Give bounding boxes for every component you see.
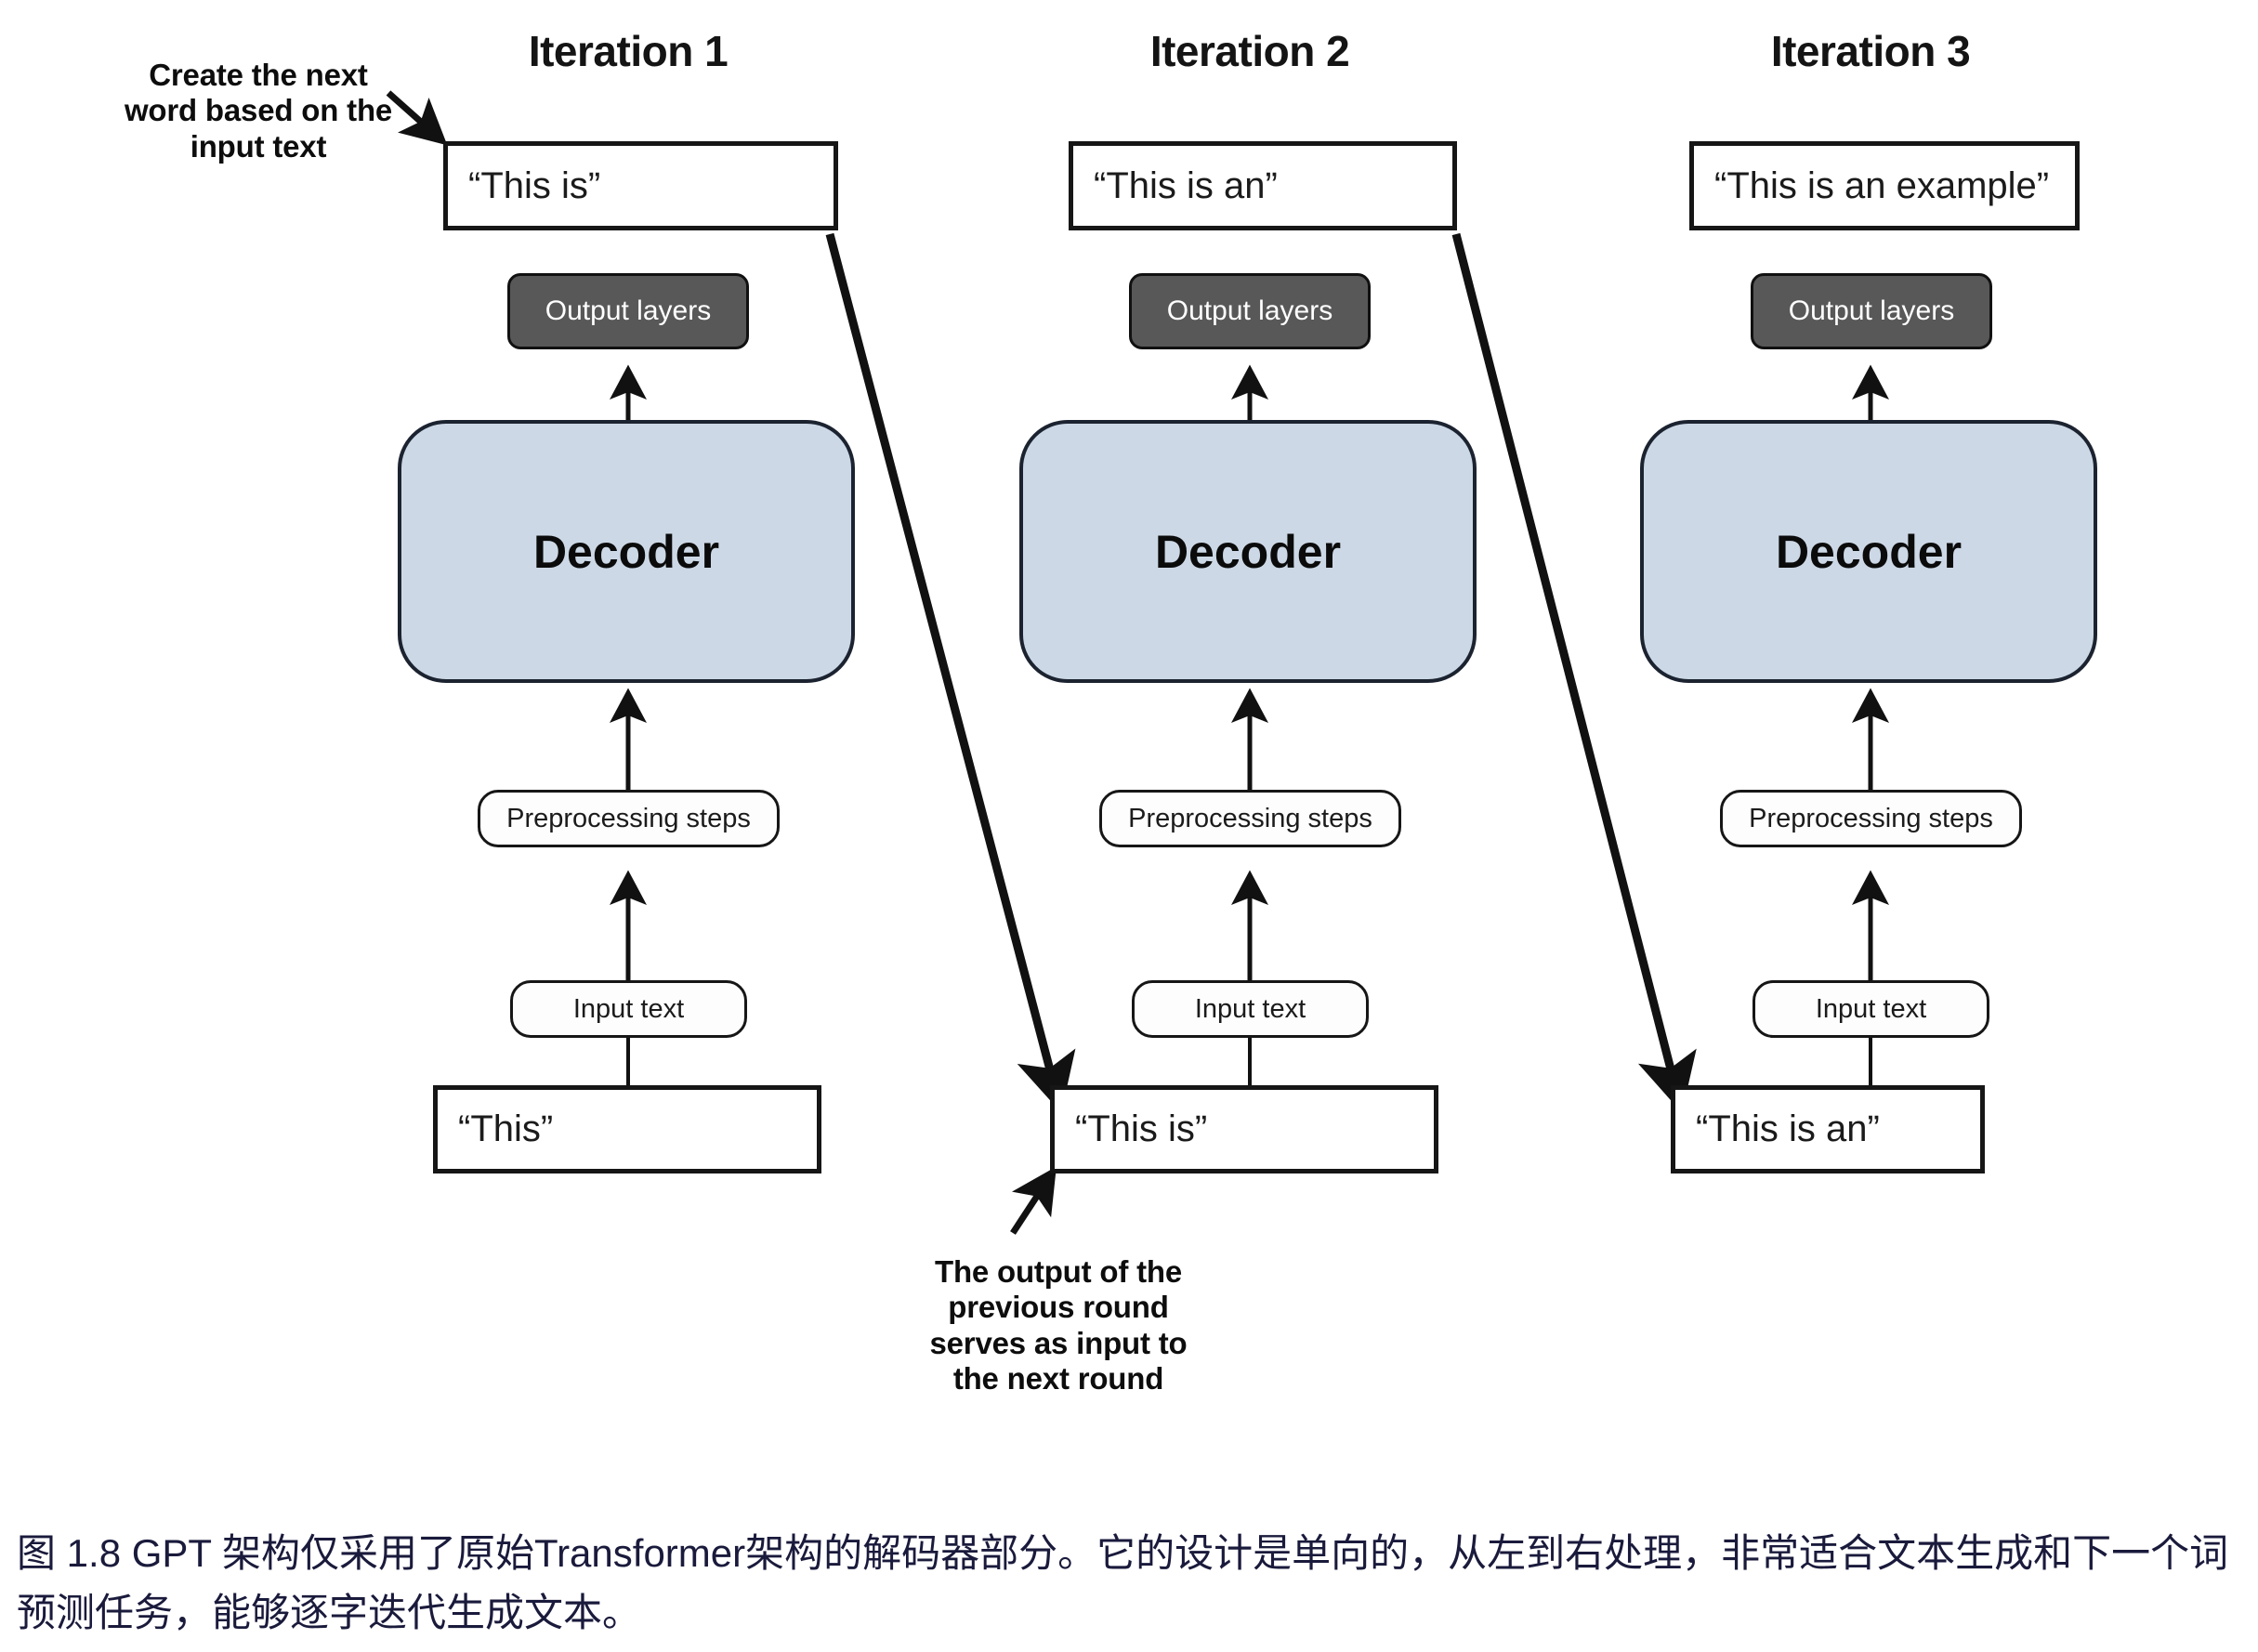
input-text-value-2: “This is” [1075,1108,1208,1149]
preprocessing-steps-box-iteration-2: Preprocessing steps [1099,790,1401,847]
preprocessing-steps-label-1: Preprocessing steps [506,803,751,833]
carryover-arrow-1-to-2 [825,232,1076,1113]
output-text-value-3: “This is an example” [1714,164,2050,206]
output-text-value-1: “This is” [468,164,601,206]
callout-arrow-bottom [1010,1166,1057,1235]
input-text-value-box-iteration-1: “This” [433,1085,821,1173]
input-text-box-iteration-1: Input text [510,980,747,1038]
preprocessing-steps-label-2: Preprocessing steps [1128,803,1372,833]
preprocessing-steps-box-iteration-1: Preprocessing steps [478,790,780,847]
decoder-box-iteration-2: Decoder [1019,420,1477,683]
output-layers-label-2: Output layers [1166,295,1333,326]
figure-caption: 图 1.8 GPT 架构仅采用了原始Transformer架构的解码器部分。它的… [17,1531,2229,1634]
input-text-value-box-iteration-2: “This is” [1050,1085,1438,1173]
output-text-box-iteration-2: “This is an” [1069,141,1457,230]
decoder-box-iteration-1: Decoder [398,420,855,683]
output-text-box-iteration-1: “This is” [443,141,838,230]
output-layers-box-iteration-2: Output layers [1129,273,1371,349]
input-text-box-iteration-2: Input text [1132,980,1369,1038]
carryover-arrow-2-to-3 [1451,232,1697,1113]
preprocessing-steps-label-3: Preprocessing steps [1749,803,1993,833]
output-layers-box-iteration-1: Output layers [507,273,749,349]
output-layers-label-3: Output layers [1788,295,1955,326]
input-text-value-1: “This” [458,1108,554,1149]
annotation-output-previous-round: The output of the previous round serves … [929,1254,1188,1396]
input-text-value-box-iteration-3: “This is an” [1671,1085,1985,1173]
input-text-label-3: Input text [1815,993,1927,1024]
preprocessing-steps-box-iteration-3: Preprocessing steps [1720,790,2022,847]
decoder-label-2: Decoder [1154,525,1342,578]
output-text-value-2: “This is an” [1094,164,1278,206]
output-layers-box-iteration-3: Output layers [1751,273,1992,349]
input-text-box-iteration-3: Input text [1753,980,1989,1038]
output-text-box-iteration-3: “This is an example” [1689,141,2080,230]
input-text-value-3: “This is an” [1696,1108,1880,1149]
decoder-label-1: Decoder [532,525,720,578]
annotation-create-next-word: Create the next word based on the input … [124,58,393,164]
decoder-label-3: Decoder [1775,525,1963,578]
output-layers-label-1: Output layers [545,295,712,326]
column-title-iteration-3: Iteration 3 [1770,27,1971,75]
input-text-label-1: Input text [572,993,685,1024]
column-title-iteration-2: Iteration 2 [1149,27,1350,75]
input-text-label-2: Input text [1194,993,1306,1024]
column-title-iteration-1: Iteration 1 [528,27,729,75]
decoder-box-iteration-3: Decoder [1640,420,2097,683]
